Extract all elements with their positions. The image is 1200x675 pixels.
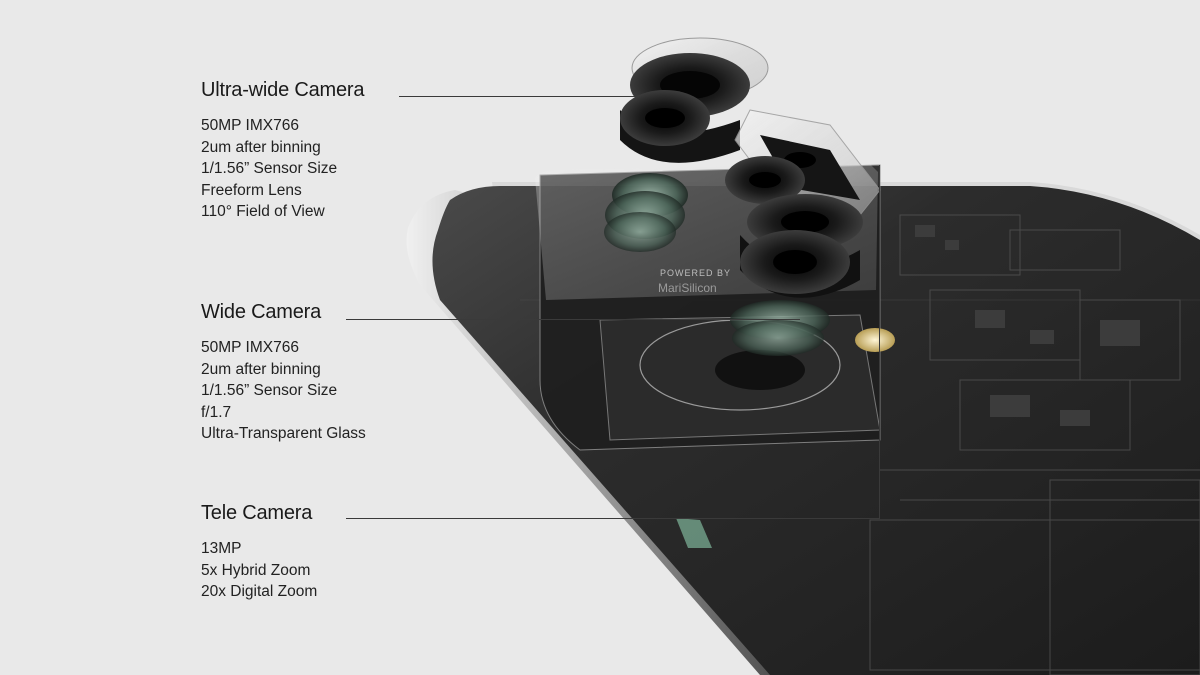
spec-line: f/1.7	[201, 403, 232, 421]
ultra-wide-camera-details: 50MP IMX766 2um after binning 1/1.56” Se…	[201, 115, 364, 223]
spec-line: 2um after binning	[201, 138, 321, 156]
wide-camera-details: 50MP IMX766 2um after binning 1/1.56” Se…	[201, 337, 366, 445]
ultra-wide-camera-spec: Ultra-wide Camera 50MP IMX766 2um after …	[201, 78, 365, 223]
module-branding-line2: MariSilicon	[658, 281, 717, 295]
ultra-wide-leader-line	[399, 96, 635, 97]
spec-line: 1/1.56” Sensor Size	[201, 382, 338, 399]
spec-line: 20x Digital Zoom	[201, 583, 318, 600]
ultra-wide-lens-stack	[604, 37, 769, 252]
wide-camera-title: Wide Camera	[201, 301, 322, 323]
spec-line: Freeform Lens	[201, 181, 302, 199]
wide-leader-line	[346, 319, 800, 320]
module-branding-line1: POWERED BY	[660, 268, 731, 278]
flash-icon	[855, 328, 895, 352]
spec-line: 13MP	[201, 540, 242, 557]
spec-line: 50MP IMX766	[201, 339, 299, 356]
tele-leader-vertical	[879, 165, 880, 519]
tele-camera-title: Tele Camera	[201, 502, 313, 524]
ultra-wide-camera-title: Ultra-wide Camera	[201, 79, 365, 101]
spec-line: Ultra-Transparent Glass	[201, 425, 366, 442]
tele-camera-spec: Tele Camera 13MP 5x Hybrid Zoom 20x Digi…	[201, 501, 317, 603]
wide-camera-spec: Wide Camera 50MP IMX766 2um after binnin…	[201, 300, 366, 445]
tele-camera-details: 13MP 5x Hybrid Zoom 20x Digital Zoom	[201, 538, 317, 603]
tele-leader-line	[346, 518, 880, 519]
tele-lens-stack	[725, 109, 881, 216]
spec-line: 5x Hybrid Zoom	[201, 561, 311, 579]
spec-line: 50MP IMX766	[201, 117, 299, 134]
spec-line: 2um after binning	[201, 360, 321, 378]
spec-line: 1/1.56” Sensor Size	[201, 160, 338, 177]
wide-lens-stack	[730, 194, 863, 356]
spec-line: 110° Field of View	[201, 203, 325, 220]
